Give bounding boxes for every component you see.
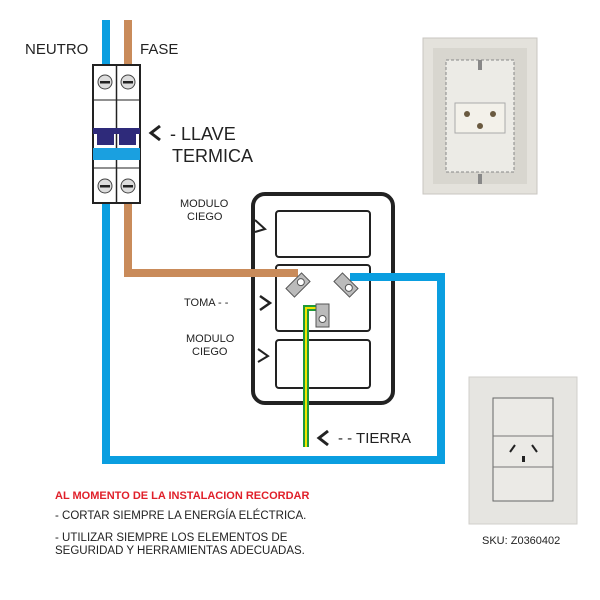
notice-line-1: - CORTAR SIEMPRE LA ENERGÍA ELÉCTRICA. — [55, 509, 306, 522]
blank-module-top — [275, 210, 371, 258]
fase-label: FASE — [140, 41, 178, 58]
arrow-right-icon — [257, 348, 270, 363]
product-back-photo — [422, 37, 538, 195]
notice-title: AL MOMENTO DE LA INSTALACION RECORDAR — [55, 490, 309, 502]
arrow-right-icon — [254, 219, 267, 233]
neutral-terminal — [333, 272, 359, 298]
sku-label: SKU: Z0360402 — [482, 535, 560, 547]
arrow-left-icon — [316, 429, 329, 447]
arrow-left-icon — [148, 124, 161, 142]
earth-wire — [303, 305, 318, 447]
modulo-ciego-bottom-label: MODULO — [186, 333, 235, 345]
neutro-label: NEUTRO — [25, 41, 88, 58]
outlet-plate — [251, 192, 395, 405]
screw-icon — [97, 74, 136, 194]
blank-module-bottom — [275, 339, 371, 389]
toma-label: TOMA - - — [184, 297, 229, 309]
notice-line-2a: - UTILIZAR SIEMPRE LOS ELEMENTOS DE — [55, 532, 288, 544]
tierra-label: - - TIERRA — [338, 430, 411, 447]
phase-terminal — [285, 272, 311, 298]
product-front-photo — [468, 376, 578, 525]
ciego-bottom-label: CIEGO — [192, 346, 228, 358]
notice-line-2b: SEGURIDAD Y HERRAMIENTAS ADECUADAS. — [55, 545, 305, 557]
outlet-module — [275, 264, 371, 332]
modulo-ciego-top-label: MODULO — [180, 198, 229, 210]
llave-label: - LLAVE — [170, 124, 236, 144]
ciego-top-label: CIEGO — [187, 211, 223, 223]
arrow-right-icon — [259, 294, 273, 312]
earth-terminal — [315, 303, 330, 328]
termica-label: TERMICA — [172, 146, 253, 166]
circuit-breaker — [92, 64, 141, 204]
